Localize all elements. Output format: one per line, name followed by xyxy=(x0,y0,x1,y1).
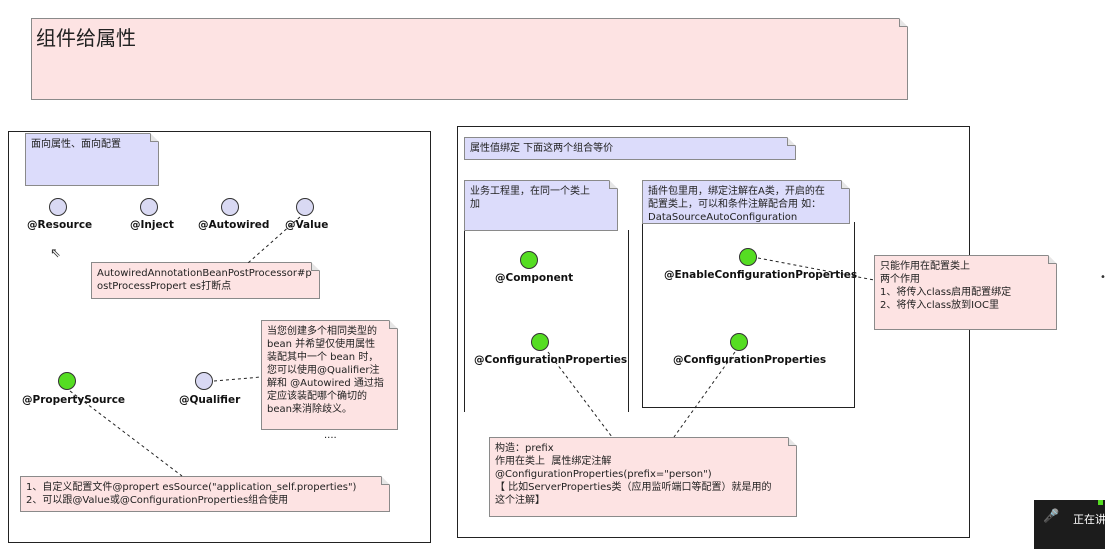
left-header-note-text: 面向属性、面向配置 xyxy=(31,139,121,150)
property-source-note-text: 1、自定义配置文件@propert esSource("application_… xyxy=(26,482,357,506)
qualifier-note-text: 当您创建多个相同类型的 bean 并希望仅使用属性 装配其中一个 bean 时，… xyxy=(267,326,384,415)
qualifier-label: @Qualifier xyxy=(179,394,241,406)
autowired-node xyxy=(221,198,239,216)
prefix-note-text: 构造：prefix 作用在类上 属性绑定注解 @ConfigurationPro… xyxy=(495,443,772,506)
autowired-note-text: AutowiredAnnotationBeanPostProcessor#p o… xyxy=(97,268,312,292)
right-header-note-text: 属性值绑定 下面这两个组合等价 xyxy=(470,143,614,154)
config-props-left-node xyxy=(531,333,549,351)
property-source-note: 1、自定义配置文件@propert esSource("application_… xyxy=(20,476,390,512)
title-note: 组件给属性 xyxy=(31,18,908,100)
edge-mark: • xyxy=(1100,272,1105,283)
left-subframe-right-edge xyxy=(628,230,629,412)
autowired-note: AutowiredAnnotationBeanPostProcessor#p o… xyxy=(91,262,320,299)
right-right-note-text: 插件包里用，绑定注解在A类，开启的在 配置类上，可以和条件注解配合用 如： Da… xyxy=(648,186,825,223)
right-subframe xyxy=(642,222,855,408)
page-title: 组件给属性 xyxy=(36,26,136,50)
property-source-node xyxy=(58,372,76,390)
qualifier-node xyxy=(195,372,213,390)
config-props-left-label: @ConfigurationProperties xyxy=(474,354,628,366)
right-right-note: 插件包里用，绑定注解在A类，开启的在 配置类上，可以和条件注解配合用 如： Da… xyxy=(642,180,850,224)
inject-node xyxy=(140,198,158,216)
value-node xyxy=(296,198,314,216)
enable-config-props-node xyxy=(739,248,757,266)
property-source-label: @PropertySource xyxy=(22,394,126,406)
config-props-right-node xyxy=(730,333,748,351)
value-label: @Value xyxy=(285,219,329,231)
left-header-note: 面向属性、面向配置 xyxy=(25,133,159,186)
resource-label: @Resource xyxy=(27,219,93,231)
mouse-cursor-icon: ⇖ xyxy=(50,246,61,261)
microphone-icon[interactable]: 🎤 xyxy=(1043,509,1060,524)
enable-config-props-label: @EnableConfigurationProperties xyxy=(664,269,858,281)
left-subframe-left-edge xyxy=(464,230,465,412)
config-props-right-label: @ConfigurationProperties xyxy=(673,354,827,366)
prefix-note: 构造：prefix 作用在类上 属性绑定注解 @ConfigurationPro… xyxy=(489,437,797,517)
qualifier-note: 当您创建多个相同类型的 bean 并希望仅使用属性 装配其中一个 bean 时，… xyxy=(261,320,398,430)
right-header-note: 属性值绑定 下面这两个组合等价 xyxy=(464,137,796,160)
right-left-note-text: 业务工程里，在同一个类上 加 xyxy=(470,186,590,210)
autowired-label: @Autowired xyxy=(198,219,270,231)
enable-note-text: 只能作用在配置类上 两个作用 1、将传入class启用配置绑定 2、将传入cla… xyxy=(880,261,1012,311)
status-text: 正在讲 xyxy=(1073,513,1105,526)
resource-node xyxy=(49,198,67,216)
component-node xyxy=(520,251,538,269)
right-left-note: 业务工程里，在同一个类上 加 xyxy=(464,180,618,231)
inject-label: @Inject xyxy=(130,219,174,231)
component-label: @Component xyxy=(495,272,574,284)
qualifier-ellipsis: .... xyxy=(324,430,337,441)
enable-note: 只能作用在配置类上 两个作用 1、将传入class启用配置绑定 2、将传入cla… xyxy=(874,255,1057,330)
status-widget: 🎤 正在讲 xyxy=(1034,500,1105,549)
status-indicator xyxy=(1098,500,1103,505)
